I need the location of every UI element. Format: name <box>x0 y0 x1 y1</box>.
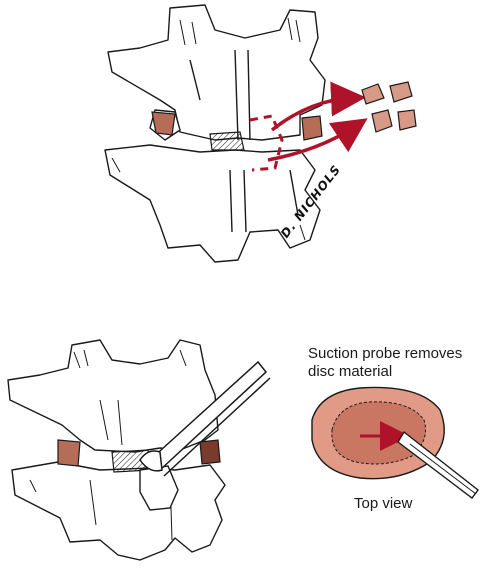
upper-vertebra-bottom <box>7 339 219 453</box>
probe-caption: Suction probe removes disc material <box>308 345 480 381</box>
top-view-caption: Top view <box>354 495 413 512</box>
left-disc-bottom <box>57 439 81 467</box>
disc-nucleus <box>331 401 426 465</box>
upper-vertebra <box>107 4 326 141</box>
upper-red-arrow <box>270 81 366 132</box>
right-disc-top <box>301 115 323 141</box>
suction-probe-spine <box>139 360 271 477</box>
removal-outline <box>249 114 284 172</box>
probe-caption-line1: Suction probe removes <box>308 345 463 362</box>
lower-vertebra <box>104 144 321 263</box>
lower-red-arrow <box>267 118 368 162</box>
disc-fragments <box>361 81 417 133</box>
center-disc-top <box>209 131 245 151</box>
laminotomy-window <box>139 465 179 511</box>
left-disc-top <box>151 111 176 136</box>
right-disc-bottom <box>199 439 221 465</box>
disc-top-view <box>311 386 479 499</box>
lower-vertebra-bottom <box>11 461 226 561</box>
probe-caption-line2: disc material <box>308 363 393 380</box>
